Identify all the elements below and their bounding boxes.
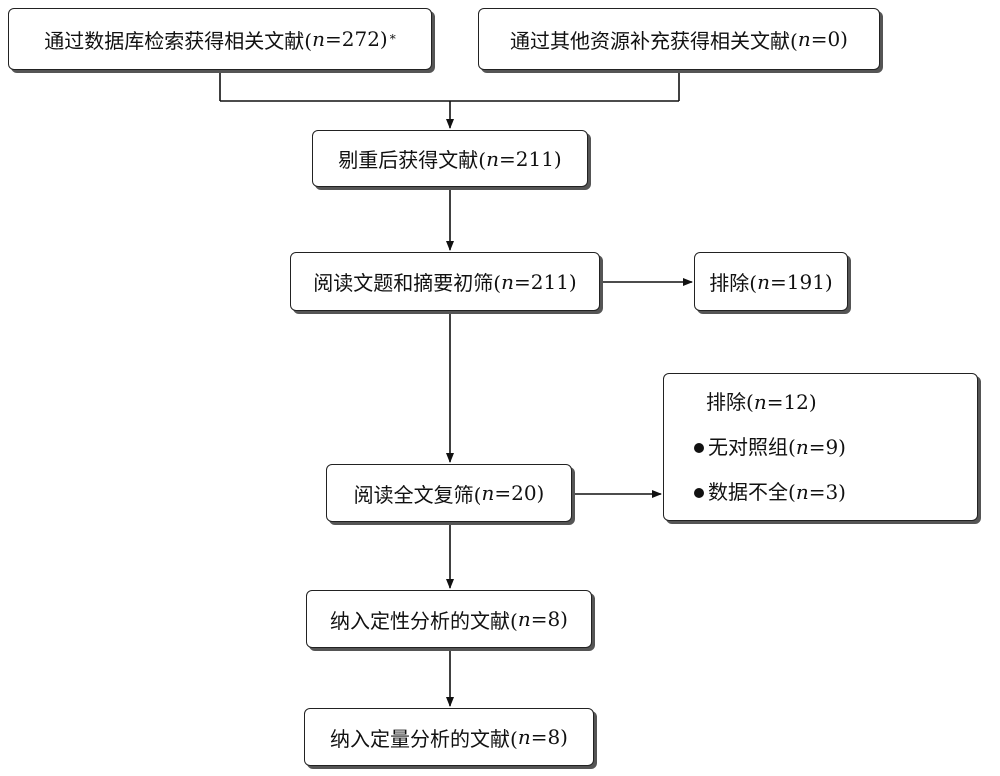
excluded-2-item: 数据不全(n=3) [694, 470, 846, 515]
dedup-text: 剔重后获得文献( [338, 148, 487, 172]
bullet-icon [694, 488, 704, 498]
title-screen-value: =211) [513, 269, 577, 294]
title-screen-box: 阅读文题和摘要初筛(n=211) [290, 252, 600, 311]
other-source-value: =0) [810, 27, 848, 51]
db-search-n: n [312, 27, 325, 51]
bullet-icon [694, 443, 704, 453]
excluded-2-item-n: n [795, 479, 809, 504]
dedup-value: =211) [498, 146, 562, 171]
fulltext-n: n [481, 481, 495, 505]
quantitative-box: 纳入定量分析的文献(n=8) [304, 708, 594, 766]
db-search-footnote: * [389, 32, 396, 46]
dedup-box: 剔重后获得文献(n=211) [312, 130, 588, 187]
qualitative-value: =8) [530, 607, 568, 631]
excluded-2-title-value: =12) [766, 389, 817, 414]
fulltext-value: =20) [494, 481, 545, 505]
other-source-n: n [797, 27, 811, 51]
other-source-box: 通过其他资源补充获得相关文献(n=0) [478, 8, 880, 70]
excluded-2-title-text: 排除( [706, 389, 754, 414]
excluded-2-item-n: n [795, 434, 809, 459]
other-source-text: 通过其他资源补充获得相关文献( [510, 28, 798, 53]
db-search-value: =272) [324, 27, 388, 51]
dedup-n: n [486, 146, 499, 171]
excluded-2-box: 排除(n=12) 无对照组(n=9) 数据不全(n=3) [663, 373, 978, 521]
qualitative-text: 纳入定性分析的文献( [330, 608, 518, 633]
quantitative-n: n [517, 725, 531, 749]
qualitative-box: 纳入定性分析的文献(n=8) [306, 590, 592, 648]
fulltext-box: 阅读全文复筛(n=20) [326, 464, 572, 522]
title-screen-text: 阅读文题和摘要初筛( [313, 271, 502, 295]
db-search-text: 通过数据库检索获得相关文献( [44, 28, 313, 53]
excluded-2-title: 排除(n=12) [706, 380, 817, 425]
excluded-1-text: 排除( [709, 271, 758, 295]
excluded-1-value: =191) [769, 269, 833, 294]
quantitative-text: 纳入定量分析的文献( [330, 726, 518, 751]
excluded-2-item-value: =3) [808, 479, 846, 504]
excluded-1-box: 排除(n=191) [694, 252, 848, 311]
db-search-box: 通过数据库检索获得相关文献(n=272)* [8, 8, 432, 70]
excluded-2-item-text: 数据不全( [708, 479, 796, 504]
excluded-1-n: n [757, 269, 770, 294]
excluded-2-item-value: =9) [808, 434, 846, 459]
quantitative-value: =8) [530, 725, 568, 749]
excluded-2-item: 无对照组(n=9) [694, 425, 846, 470]
qualitative-n: n [517, 607, 531, 631]
excluded-2-title-n: n [753, 389, 767, 414]
fulltext-text: 阅读全文复筛( [353, 482, 482, 507]
title-screen-n: n [501, 269, 514, 294]
excluded-2-item-text: 无对照组( [708, 434, 796, 459]
